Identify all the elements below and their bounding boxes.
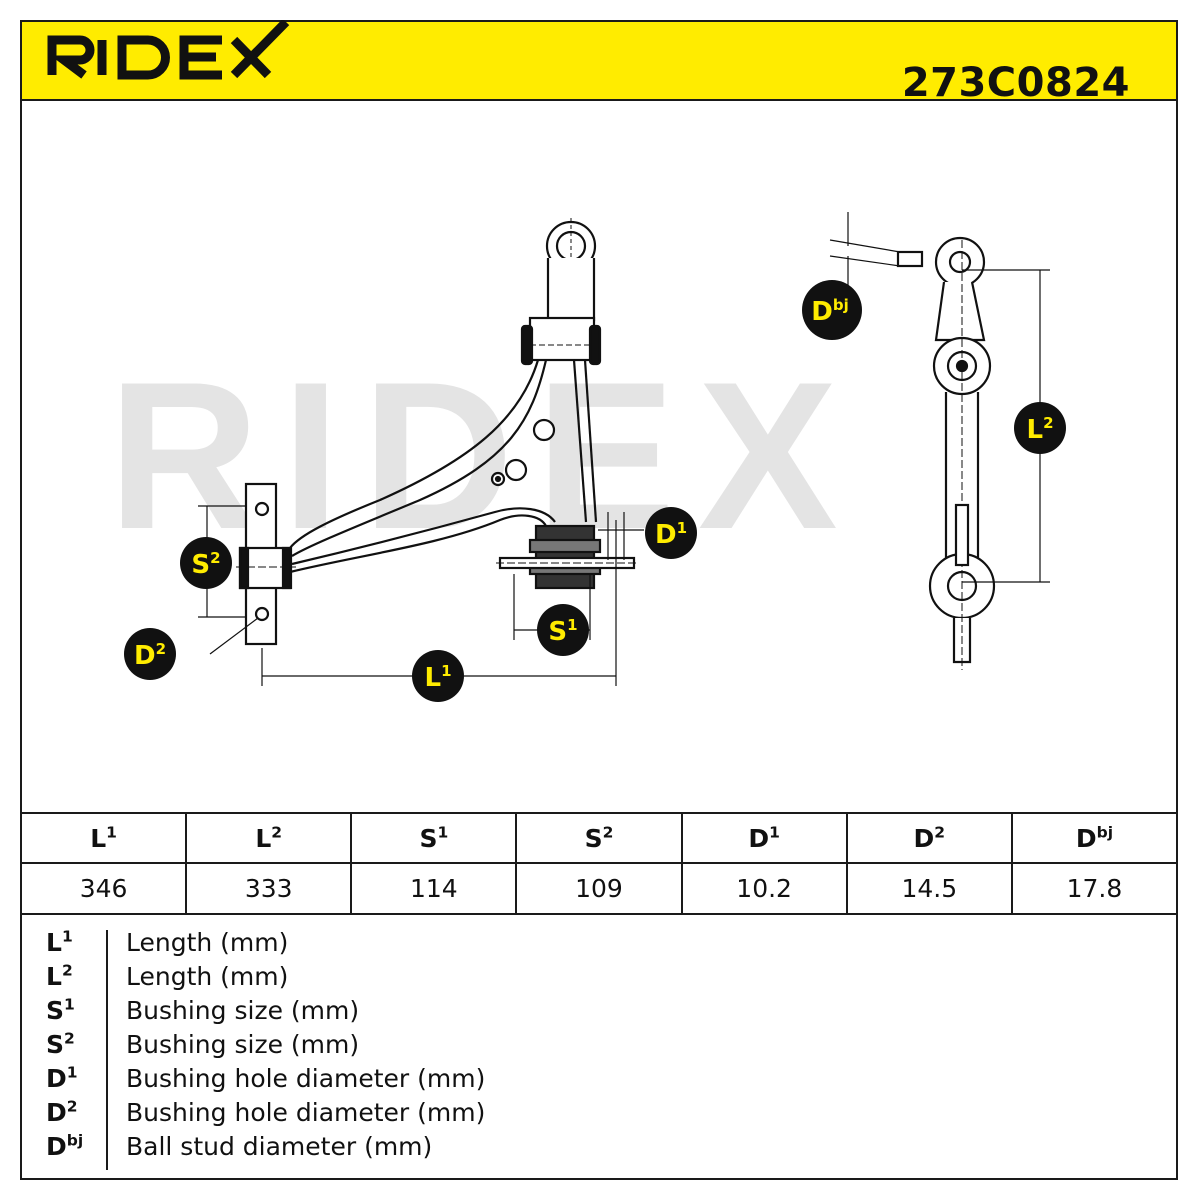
legend-symbol: S1 <box>46 995 75 1025</box>
svg-text:Dbj: Dbj <box>811 296 848 327</box>
legend-divider <box>106 930 108 1170</box>
legend-description: Ball stud diameter (mm) <box>126 1132 433 1161</box>
part-number: 273C0824 <box>901 60 1130 106</box>
callout-d1: D1 <box>645 507 697 559</box>
legend-row: S1 Bushing size (mm) <box>22 996 1176 1030</box>
callout-s2: S2 <box>180 537 232 589</box>
callout-s1: S1 <box>537 604 589 656</box>
legend-symbol: D1 <box>46 1063 78 1093</box>
spec-table: L1 L2 S1 S2 D1 D2 Dbj 346 333 114 109 10… <box>19 812 1179 915</box>
legend: L1 Length (mm) L2 Length (mm) S1 Bushing… <box>20 912 1178 1180</box>
legend-row: D1 Bushing hole diameter (mm) <box>22 1064 1176 1098</box>
header-bar: 273C0824 <box>20 20 1178 106</box>
legend-description: Bushing hole diameter (mm) <box>126 1098 486 1127</box>
value-l2: 333 <box>185 862 353 915</box>
callout-dbj: Dbj <box>802 280 862 340</box>
value-dbj: 17.8 <box>1010 862 1179 915</box>
svg-text:L2: L2 <box>1026 414 1053 445</box>
legend-description: Length (mm) <box>126 928 289 957</box>
callout-l1: L1 <box>412 650 464 702</box>
header-s1: S1 <box>350 812 518 864</box>
legend-description: Length (mm) <box>126 962 289 991</box>
header-d1: D1 <box>680 812 848 864</box>
spec-value-row: 346 333 114 109 10.2 14.5 17.8 <box>19 862 1179 915</box>
dimension-lines-right <box>829 212 1050 583</box>
legend-description: Bushing hole diameter (mm) <box>126 1064 486 1093</box>
legend-row: L1 Length (mm) <box>22 928 1176 962</box>
header-l2: L2 <box>185 812 353 864</box>
value-s2: 109 <box>515 862 683 915</box>
svg-text:L1: L1 <box>424 662 451 693</box>
legend-row: S2 Bushing size (mm) <box>22 1030 1176 1064</box>
svg-text:D1: D1 <box>655 519 687 550</box>
header-s2: S2 <box>515 812 683 864</box>
header-l1: L1 <box>19 812 188 864</box>
value-d2: 14.5 <box>845 862 1013 915</box>
legend-row: L2 Length (mm) <box>22 962 1176 996</box>
legend-symbol: S2 <box>46 1029 75 1059</box>
watermark-logo: RIDEX <box>108 338 860 573</box>
svg-text:S2: S2 <box>191 549 220 580</box>
callout-d2: D2 <box>124 628 176 680</box>
svg-text:D2: D2 <box>134 640 166 671</box>
value-d1: 10.2 <box>680 862 848 915</box>
spec-header-row: L1 L2 S1 S2 D1 D2 Dbj <box>19 812 1179 864</box>
ridex-logo <box>47 20 290 80</box>
technical-diagram: RIDEX <box>108 212 1066 702</box>
value-l1: 346 <box>19 862 188 915</box>
side-view-drawing <box>896 236 996 670</box>
legend-symbol: L2 <box>46 961 73 991</box>
header-dbj: Dbj <box>1010 812 1179 864</box>
legend-symbol: Dbj <box>46 1131 84 1161</box>
control-arm-drawing <box>236 218 638 646</box>
value-s1: 114 <box>350 862 518 915</box>
legend-description: Bushing size (mm) <box>126 996 360 1025</box>
header-d2: D2 <box>845 812 1013 864</box>
legend-row: D2 Bushing hole diameter (mm) <box>22 1098 1176 1132</box>
legend-description: Bushing size (mm) <box>126 1030 360 1059</box>
callout-l2: L2 <box>1014 402 1066 454</box>
legend-row: Dbj Ball stud diameter (mm) <box>22 1132 1176 1166</box>
legend-symbol: L1 <box>46 927 73 957</box>
svg-text:S1: S1 <box>548 616 577 647</box>
legend-symbol: D2 <box>46 1097 78 1127</box>
watermark-text: RIDEX <box>108 338 860 573</box>
